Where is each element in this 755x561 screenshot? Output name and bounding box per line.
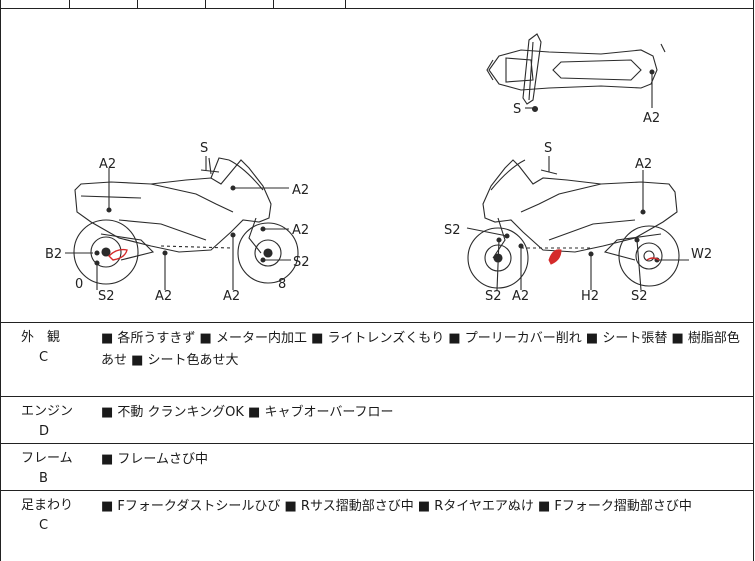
- label-right-s2-front-wheel: S2: [485, 289, 502, 304]
- condition-row-frame: フレーム B ■ フレームさび中: [1, 443, 753, 490]
- label-right-h2: H2: [581, 289, 599, 304]
- section-name: エンジン: [21, 404, 74, 419]
- section-notes: ■ フレームさび中: [101, 452, 209, 467]
- label-right-s2-fork: S2: [444, 223, 461, 238]
- label-right-w2: W2: [691, 247, 712, 262]
- section-name: 足まわり: [21, 498, 74, 513]
- section-notes: ■ Fフォークダストシールひび ■ Rサス摺動部さび中 ■ Rタイヤエアぬけ ■…: [101, 499, 692, 514]
- section-notes: ■ 不動 クランキングOK ■ キャブオーバーフロー: [101, 405, 394, 420]
- damage-mark-rear-wheel: [646, 257, 660, 261]
- label-left-s2-rear: S2: [98, 289, 115, 304]
- label-right-a2-body: A2: [635, 157, 652, 172]
- label-left-a2-fork: A2: [292, 223, 309, 238]
- header-strip: [1, 0, 753, 9]
- scooter-right-view: [466, 156, 689, 291]
- label-top-a2: A2: [643, 111, 660, 126]
- label-left-s: S: [200, 141, 208, 156]
- condition-diagram: S A2 S A2 A2 A2 S2 B2 0 S2 A2 A2 8 S A2 …: [1, 8, 755, 322]
- row-divider: [1, 490, 753, 491]
- label-left-0: 0: [75, 277, 83, 292]
- section-grade: C: [39, 350, 49, 365]
- condition-row-suspension: 足まわり C ■ Fフォークダストシールひび ■ Rサス摺動部さび中 ■ Rタイ…: [1, 490, 753, 561]
- label-left-a2-front-cover: A2: [292, 183, 309, 198]
- row-divider: [1, 443, 753, 444]
- condition-row-engine: エンジン D ■ 不動 クランキングOK ■ キャブオーバーフロー: [1, 396, 753, 442]
- scooter-left-view: [65, 156, 299, 290]
- row-divider: [1, 396, 753, 397]
- scooter-diagram-svg: S A2 S A2 A2 A2 S2 B2 0 S2 A2 A2 8 S A2 …: [45, 33, 712, 304]
- section-grade: B: [39, 471, 48, 486]
- label-left-a2-front-lower: A2: [223, 289, 240, 304]
- label-right-a2-lower: A2: [512, 289, 529, 304]
- label-right-s2-rear: S2: [631, 289, 648, 304]
- condition-row-exterior: 外 観 C ■ 各所うすきず ■ メーター内加工 ■ ライトレンズくもり ■ プ…: [1, 322, 753, 396]
- damage-mark-right: [548, 249, 562, 265]
- damage-mark-left: [108, 248, 128, 261]
- section-name: 外 観: [21, 330, 61, 345]
- label-left-a2-body: A2: [99, 157, 116, 172]
- label-left-s2-front-wheel: S2: [293, 255, 310, 270]
- label-left-8: 8: [278, 277, 286, 292]
- section-notes: ■ 各所うすきず ■ メーター内加工 ■ ライトレンズくもり ■ プーリーカバー…: [101, 331, 740, 368]
- damage-marks: [108, 248, 660, 265]
- section-grade: D: [39, 424, 50, 439]
- row-divider: [1, 322, 753, 323]
- section-name: フレーム: [21, 451, 73, 466]
- label-right-s: S: [544, 141, 552, 156]
- label-left-a2-floor: A2: [155, 289, 172, 304]
- label-top-s: S: [513, 102, 521, 117]
- scooter-top-view: [486, 33, 666, 113]
- label-left-b2: B2: [45, 247, 62, 262]
- section-grade: C: [39, 518, 49, 533]
